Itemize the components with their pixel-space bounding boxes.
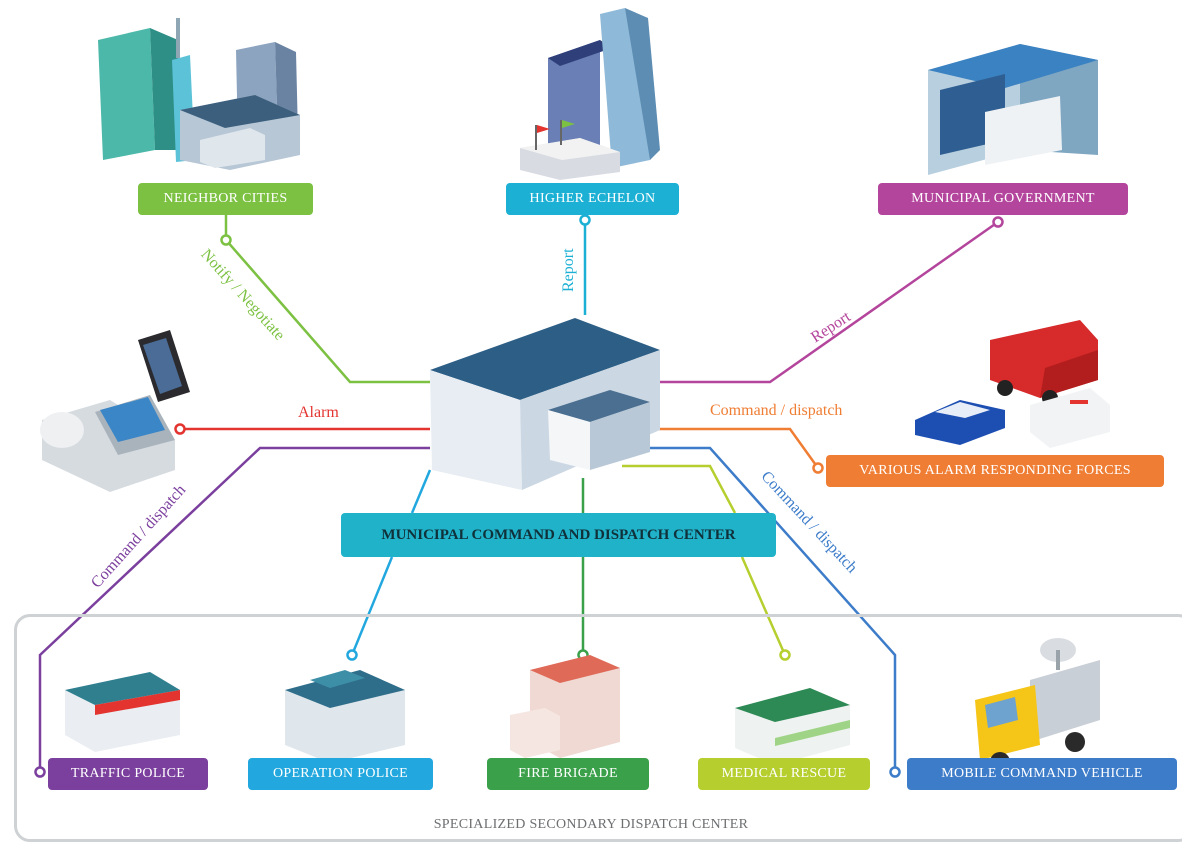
endpoint (346, 649, 358, 661)
edge-operation-b (350, 556, 394, 656)
secondary-center-frame (14, 614, 1182, 842)
mobile-phone-icon (138, 330, 190, 402)
operation-police-building-icon (285, 670, 405, 763)
desk-telephone-icon (40, 395, 175, 492)
command-center-building-icon (430, 318, 660, 490)
traffic-police-building-icon (65, 672, 180, 752)
edge-label-command-forces: Command / dispatch (710, 402, 843, 419)
edge-neighbor (224, 210, 430, 384)
municipal-government-icon (928, 44, 1098, 175)
endpoint (812, 462, 824, 474)
alarm-forces-vehicles-icon (915, 320, 1110, 448)
node-traffic-police: TRAFFIC POLICE (48, 758, 208, 790)
node-mobile-command-vehicle: MOBILE COMMAND VEHICLE (907, 758, 1177, 790)
edge-operation-a (410, 469, 432, 514)
fire-brigade-building-icon (510, 655, 620, 758)
secondary-center-title: SPECIALIZED SECONDARY DISPATCH CENTER (433, 817, 749, 832)
endpoint (779, 649, 791, 661)
edge-medical-a (622, 464, 737, 514)
edge-government (655, 220, 999, 384)
endpoint (889, 766, 901, 778)
node-command-center: MUNICIPAL COMMAND AND DISPATCH CENTER (341, 513, 776, 557)
endpoint (992, 216, 1004, 228)
medical-rescue-building-icon (735, 688, 850, 765)
edge-vehicle (640, 446, 897, 772)
endpoint (220, 234, 232, 246)
node-higher-echelon: HIGHER ECHELON (506, 183, 679, 215)
edge-label-alarm: Alarm (298, 404, 339, 421)
endpoint (174, 423, 186, 435)
higher-echelon-icon (520, 8, 660, 180)
node-operation-police: OPERATION POLICE (248, 758, 433, 790)
edge-label-report-higher: Report (560, 248, 577, 292)
neighbor-cities-icon (98, 18, 300, 170)
endpoint (34, 766, 46, 778)
node-neighbor-cities: NEIGHBOR CITIES (138, 183, 313, 215)
endpoint (579, 214, 591, 226)
node-fire-brigade: FIRE BRIGADE (487, 758, 649, 790)
edge-medical-b (740, 556, 787, 656)
edge-traffic (38, 446, 430, 772)
node-municipal-government: MUNICIPAL GOVERNMENT (878, 183, 1128, 215)
node-medical-rescue: MEDICAL RESCUE (698, 758, 870, 790)
node-alarm-forces: VARIOUS ALARM RESPONDING FORCES (826, 455, 1164, 487)
edge-forces (655, 427, 820, 469)
